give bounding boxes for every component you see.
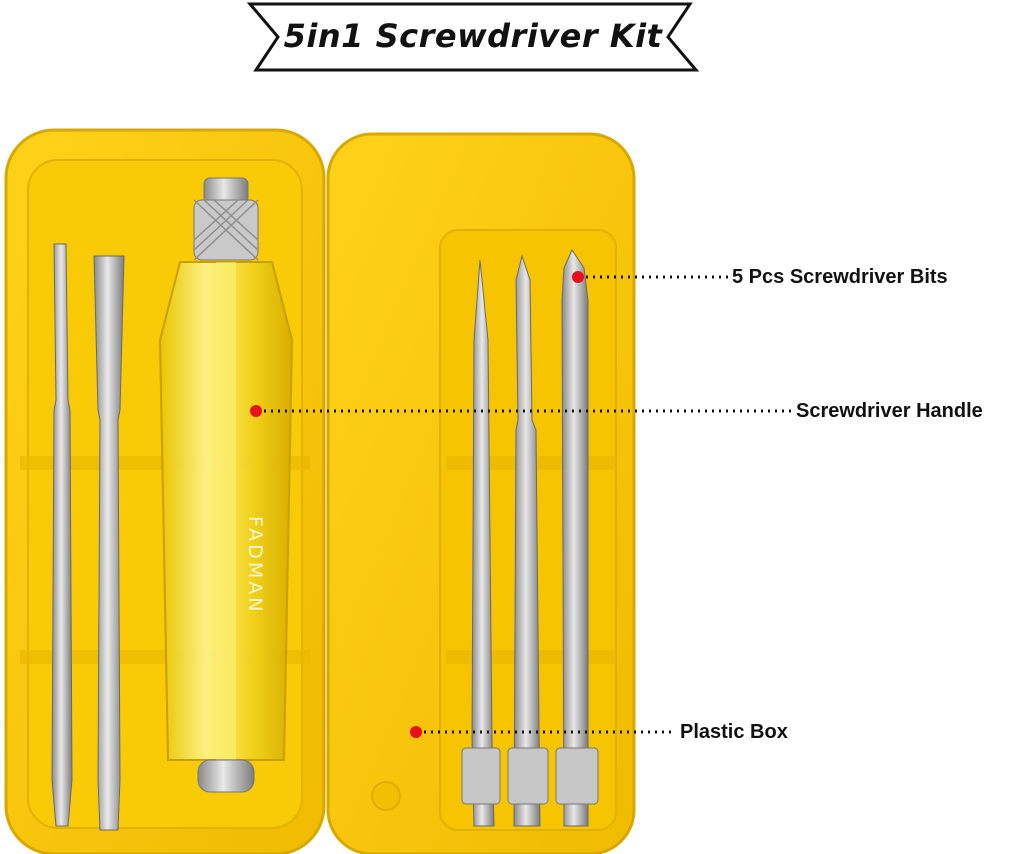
callout-handle-label: Screwdriver Handle xyxy=(796,400,983,422)
callout-bits-label: 5 Pcs Screwdriver Bits xyxy=(732,266,948,288)
flat-bit-wide xyxy=(93,255,125,831)
handle-brand-label: FADMAN xyxy=(244,516,266,615)
phillips-bit-small xyxy=(507,254,549,827)
callout-box-marker xyxy=(410,726,676,738)
phillips-bit-large xyxy=(555,248,599,827)
pointed-bit xyxy=(461,259,501,827)
screwdriver-handle xyxy=(158,177,294,793)
callout-handle-marker xyxy=(250,405,792,417)
title-banner xyxy=(246,2,700,72)
callout-box-label: Plastic Box xyxy=(680,721,788,743)
callout-bits-marker xyxy=(572,271,728,283)
flat-bit-thin xyxy=(51,243,73,827)
banner-title: 5in1 Screwdriver Kit xyxy=(283,17,663,55)
